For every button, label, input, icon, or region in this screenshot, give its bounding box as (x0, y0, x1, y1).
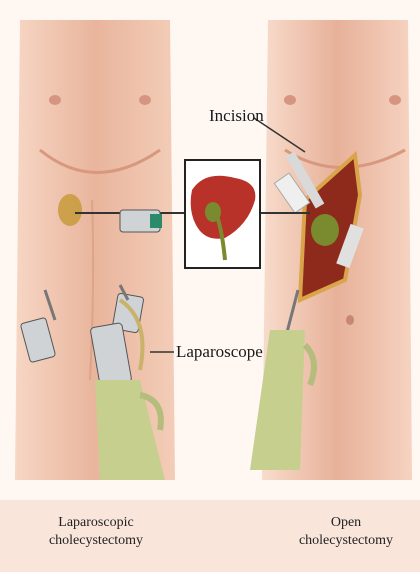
laparoscope-label: Laparoscope (176, 342, 263, 362)
caption-right-line2: cholecystectomy (276, 532, 416, 550)
incision-label: Incision (209, 106, 264, 126)
left-torso (15, 20, 175, 480)
caption-right-line1: Open (276, 514, 416, 532)
liver-inset (185, 160, 260, 268)
caption-left-line1: Laparoscopic (16, 514, 176, 532)
caption-open: Open cholecystectomy (276, 514, 416, 550)
illustration-graphic (0, 0, 420, 500)
caption-left-line2: cholecystectomy (16, 532, 176, 550)
surgery-comparison-illustration: Incision Laparoscope (0, 0, 420, 500)
caption-laparoscopic: Laparoscopic cholecystectomy (16, 514, 176, 550)
